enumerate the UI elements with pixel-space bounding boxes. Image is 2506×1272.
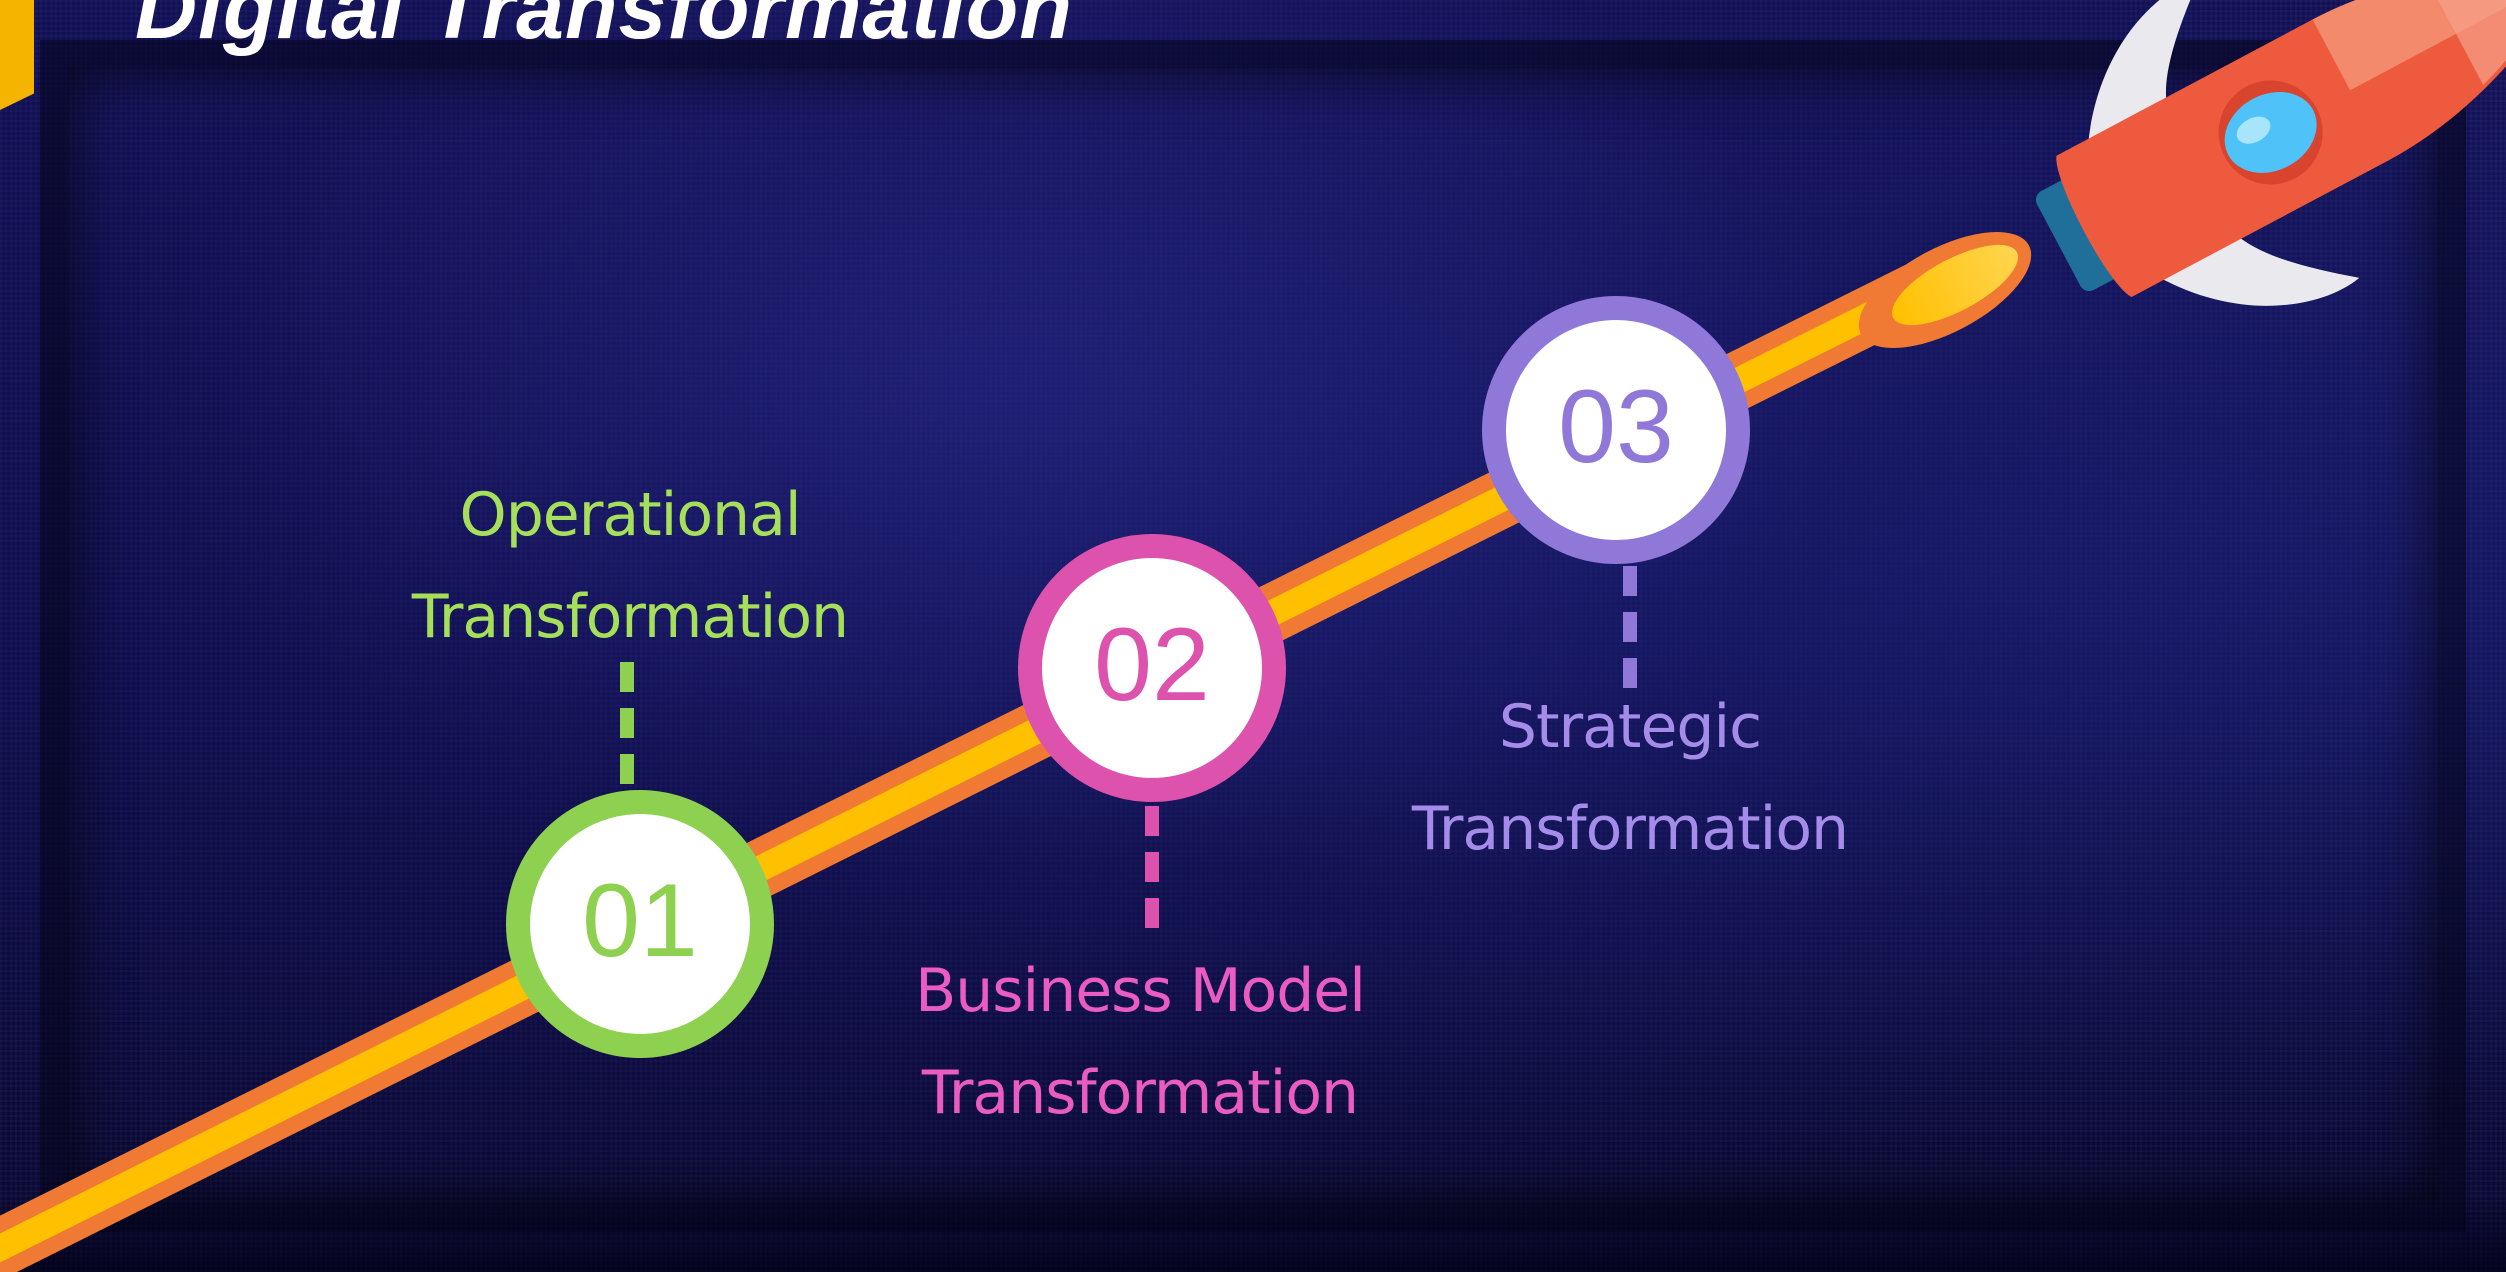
step-label-01: Operational Transformation: [330, 464, 930, 668]
bottom-shade: [0, 1192, 2506, 1272]
rocket-icon: [1858, 0, 2506, 349]
step-label-02-line2: Transformation: [921, 1058, 1359, 1128]
step-number-01: 01: [582, 863, 698, 979]
slide-title: Digital Transformation: [135, 0, 1073, 57]
step-circle-03: [1482, 296, 1750, 564]
step-label-03-line1: Strategic: [1498, 692, 1762, 762]
step-number-02: 02: [1094, 607, 1210, 723]
step-label-02-line1: Business Model: [915, 956, 1366, 1026]
step-circle-01: [506, 790, 774, 1058]
step-label-03: Strategic Transformation: [1320, 676, 1940, 880]
step-label-01-line2: Transformation: [411, 582, 849, 652]
step-circle-02: [1018, 534, 1286, 802]
step-number-03: 03: [1558, 369, 1674, 485]
step-label-02: Business Model Transformation: [840, 940, 1440, 1144]
title-accent-bar: [0, 0, 34, 110]
step-label-01-line1: Operational: [459, 480, 801, 550]
step-label-03-line2: Transformation: [1411, 794, 1849, 864]
